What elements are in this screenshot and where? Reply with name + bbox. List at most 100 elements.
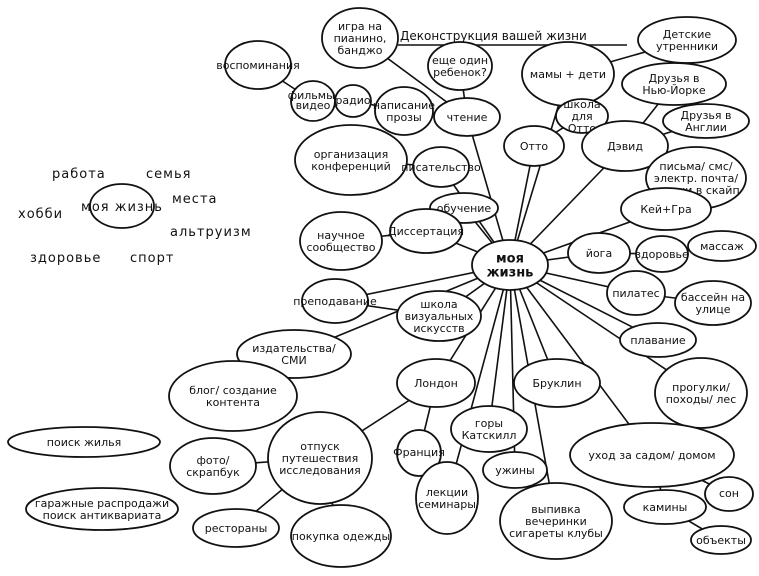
node-massage[interactable]: массаж	[687, 230, 757, 262]
node-objects-label: объекты	[696, 534, 746, 547]
node-fireplaces[interactable]: камины	[623, 489, 707, 525]
node-david[interactable]: Дэвид	[581, 120, 669, 172]
legend-center-label: моя жизнь	[81, 200, 163, 215]
node-objects-shape	[690, 525, 752, 555]
node-kay-gra-shape	[620, 187, 712, 231]
node-dissertation-label: Диссертация	[388, 225, 464, 238]
node-walks-label: прогулки/походы/ лес	[666, 381, 737, 406]
node-house-search[interactable]: поиск жилья	[7, 426, 161, 458]
node-sva-shape	[396, 290, 482, 342]
node-piano-shape	[321, 7, 399, 69]
node-kay-gra[interactable]: Кей+Гра	[620, 187, 712, 231]
node-teaching[interactable]: преподавание	[293, 278, 377, 324]
node-prose-shape	[374, 86, 434, 136]
node-uk-friends-shape	[662, 103, 750, 139]
node-swimming[interactable]: плавание	[619, 322, 697, 358]
node-health-label: здоровье	[635, 248, 689, 261]
node-objects[interactable]: объекты	[690, 525, 752, 555]
node-clothes-shape	[290, 504, 392, 568]
node-sleep[interactable]: сон	[704, 476, 754, 512]
node-dinners-shape	[482, 451, 548, 489]
node-teaching-label: преподавание	[293, 295, 377, 308]
node-swimming-label: плавание	[630, 334, 686, 347]
node-france[interactable]: Франция	[393, 429, 445, 477]
node-dissertation[interactable]: Диссертация	[388, 208, 464, 254]
node-films[interactable]: фильмы,видео	[288, 80, 339, 122]
node-david-label: Дэвид	[607, 140, 643, 153]
node-london[interactable]: Лондон	[396, 358, 476, 408]
legend-word-family: семья	[146, 167, 191, 182]
node-london-label: Лондон	[414, 377, 458, 390]
node-films-label: фильмы,видео	[288, 89, 339, 112]
node-swimming-shape	[619, 322, 697, 358]
node-garden[interactable]: уход за садом/ домом	[569, 422, 735, 488]
node-memories[interactable]: воспоминания	[216, 40, 300, 90]
node-moms-kids[interactable]: мамы + дети	[521, 41, 615, 107]
node-radio[interactable]: радио	[334, 84, 372, 118]
node-clothes-label: покупка одежды	[292, 530, 390, 543]
node-moms-kids-label: мамы + дети	[530, 68, 606, 81]
node-walks[interactable]: прогулки/походы/ лес	[654, 357, 748, 429]
node-memories-shape	[224, 40, 292, 90]
node-health[interactable]: здоровье	[635, 235, 689, 273]
node-pilates[interactable]: пилатес	[606, 270, 666, 316]
node-education-label: обучение	[437, 202, 492, 215]
legend-word-hobby: хобби	[18, 207, 63, 222]
node-otto[interactable]: Отто	[503, 125, 565, 167]
legend-word-sport: спорт	[130, 251, 174, 266]
node-publishing-label: издательства/СМИ	[252, 342, 336, 367]
node-walks-shape	[654, 357, 748, 429]
node-clothes[interactable]: покупка одежды	[290, 504, 392, 568]
node-brooklyn[interactable]: Бруклин	[513, 358, 601, 408]
legend-word-altruism: альтруизм	[170, 225, 252, 240]
node-kay-gra-label: Кей+Гра	[640, 203, 691, 216]
node-dinners[interactable]: ужины	[482, 451, 548, 489]
node-yoga-label: йога	[586, 247, 612, 260]
node-photo[interactable]: фото/скрапбук	[169, 437, 257, 495]
page-title: Деконструкция вашей жизни	[400, 29, 587, 43]
node-photo-shape	[169, 437, 257, 495]
node-restaurants[interactable]: рестораны	[192, 508, 280, 548]
node-yoga[interactable]: йога	[567, 232, 631, 274]
node-reading[interactable]: чтение	[433, 97, 501, 137]
node-radio-label: радио	[335, 94, 370, 107]
node-writing[interactable]: писательство	[401, 146, 481, 188]
node-otto-shape	[503, 125, 565, 167]
node-massage-shape	[687, 230, 757, 262]
node-ny-friends-shape	[621, 62, 727, 106]
node-otto-school-shape	[555, 98, 609, 134]
node-restaurants-label: рестораны	[205, 522, 268, 535]
node-pool-shape	[674, 280, 752, 326]
node-blog-shape	[168, 360, 298, 432]
